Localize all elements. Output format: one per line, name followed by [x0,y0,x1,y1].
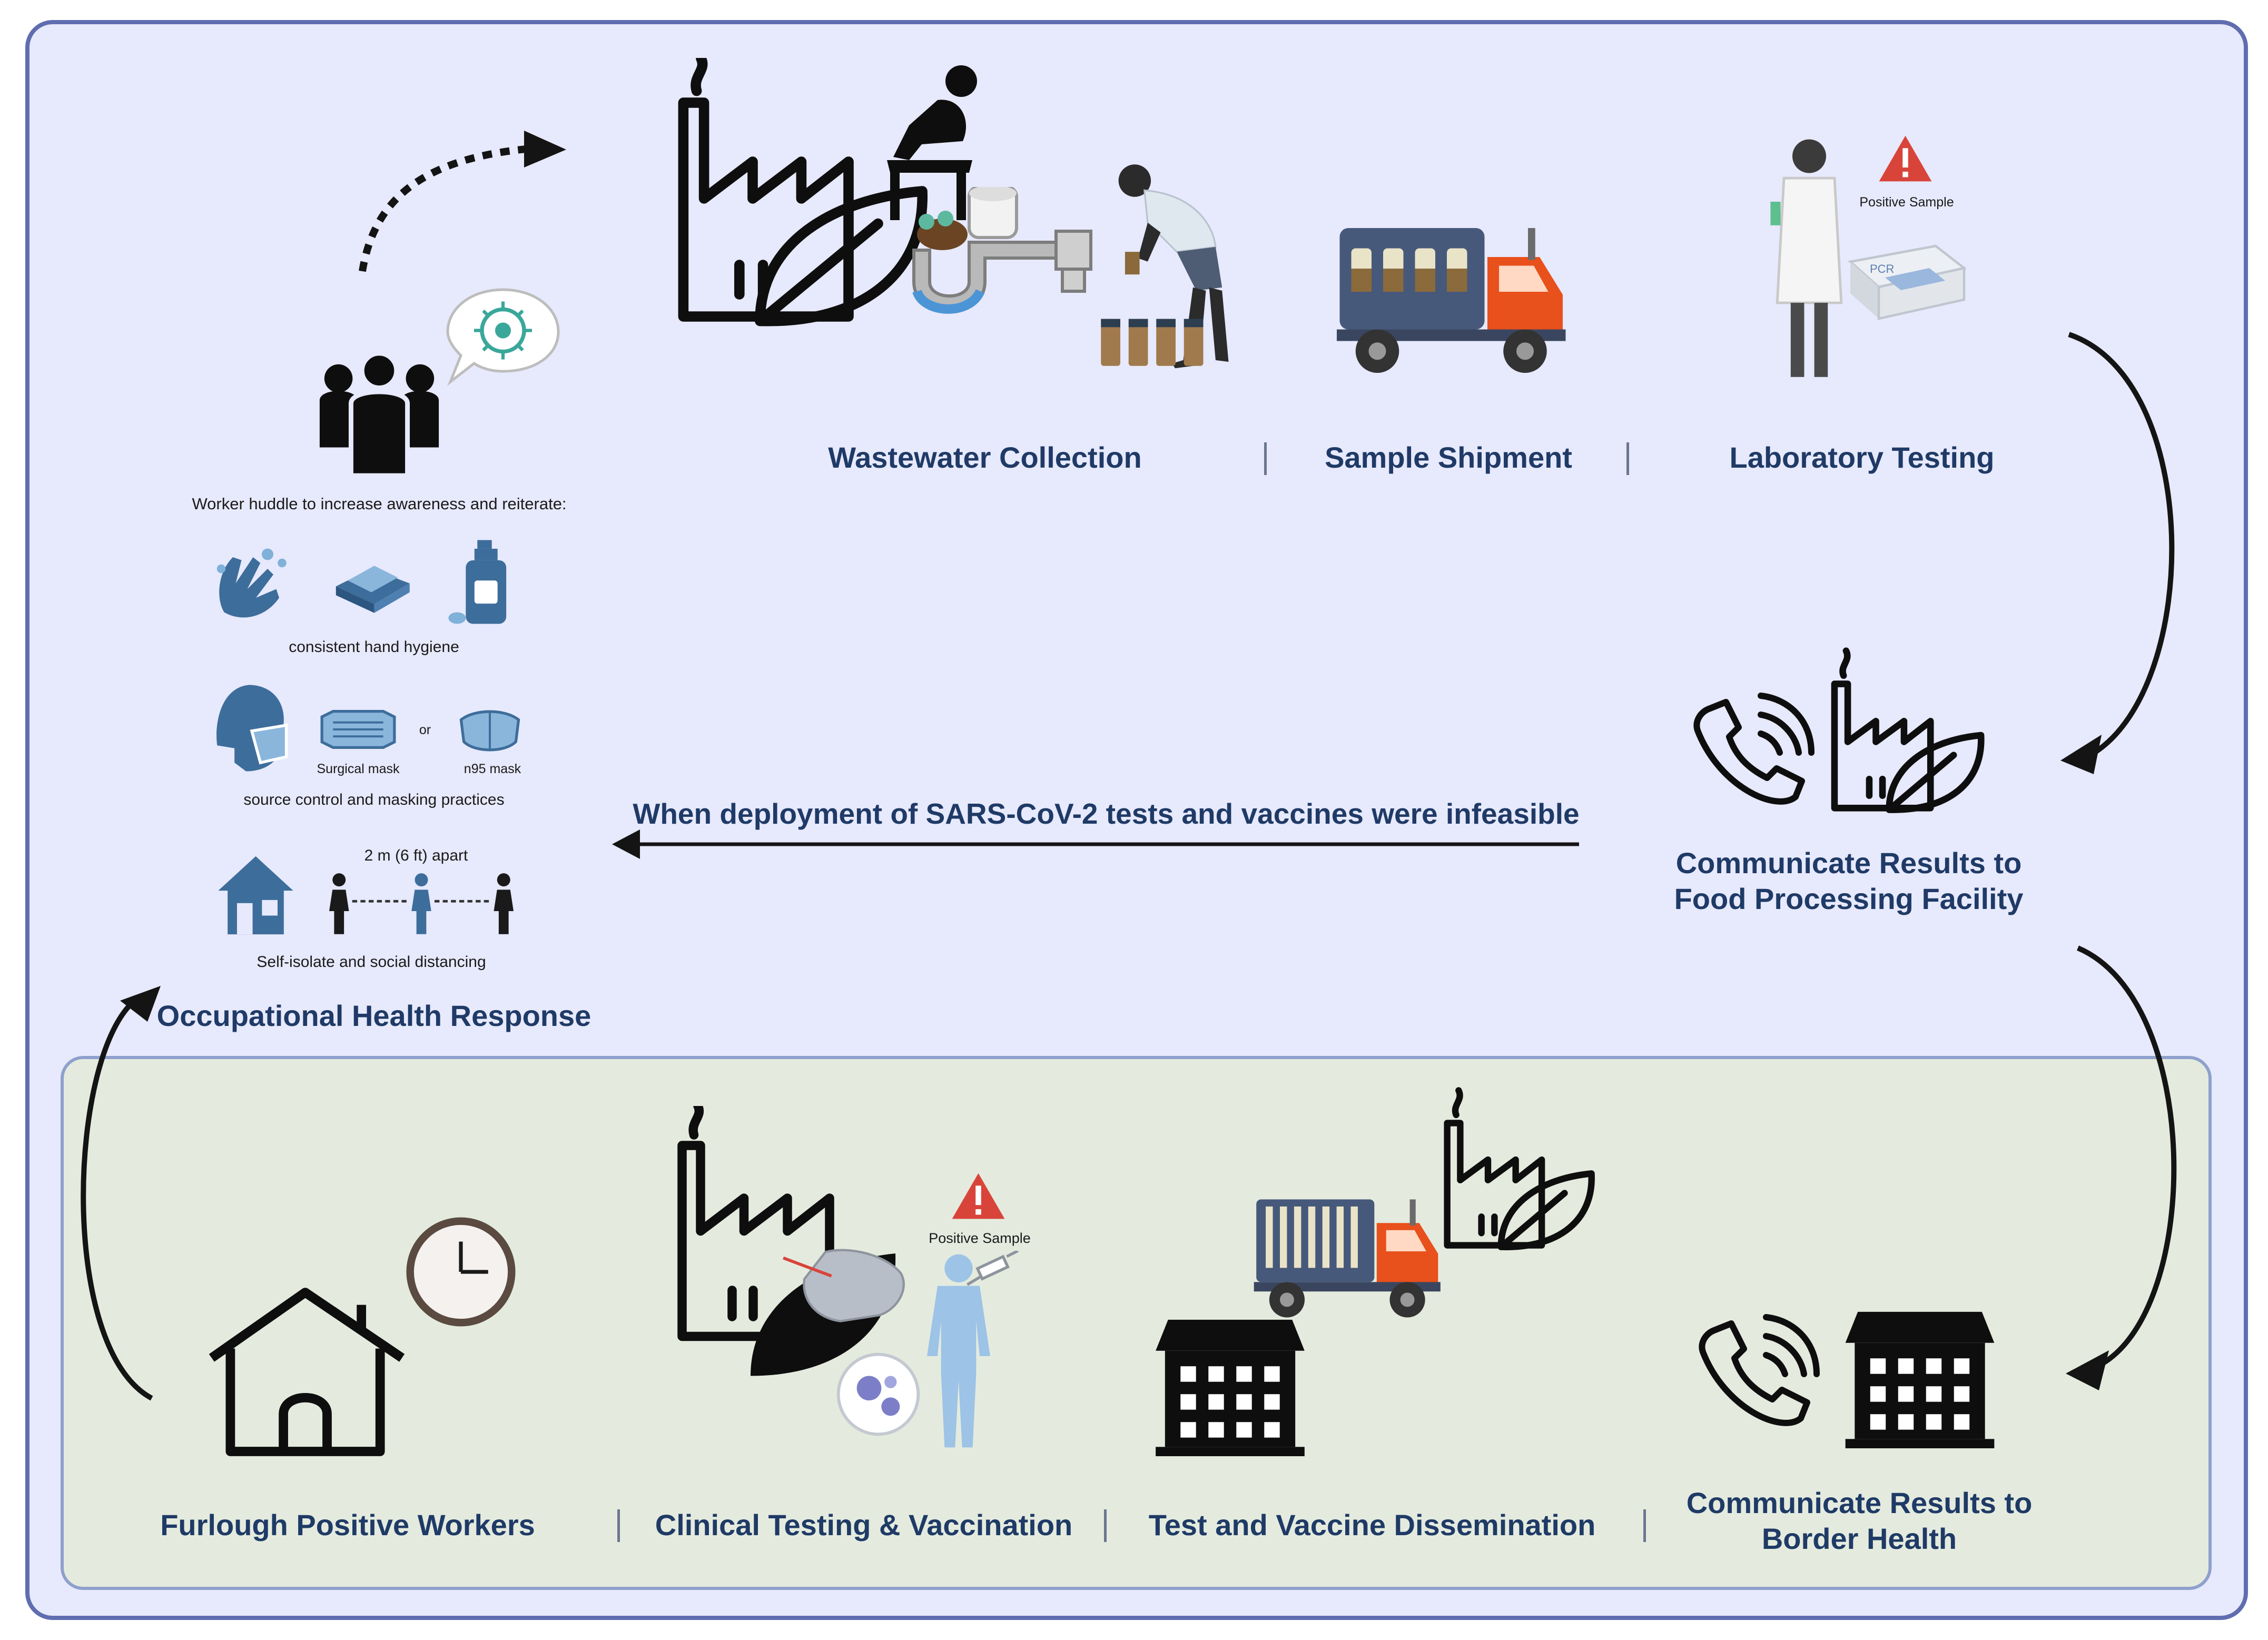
self-isolate-text: Self-isolate and social distancing [257,953,486,971]
sample-shipment-title: Sample Shipment [1325,441,1572,474]
inner-panel [61,1056,2212,1590]
separator [1643,1509,1646,1542]
separator [617,1509,620,1542]
syringe-icon [967,1251,1019,1286]
dotted-arrow [359,145,533,272]
communicate-border-line2: Border Health [1761,1522,1957,1556]
condition-arrow-head [612,829,640,859]
masking-practices-text: source control and masking practices [243,791,505,808]
condition-arrow-text: When deployment of SARS-CoV-2 tests and … [633,797,1580,830]
pcr-machine-icon [1848,244,1967,320]
distance-text: 2 m (6 ft) apart [364,847,468,864]
pcr-label: PCR [1870,262,1895,275]
human-body-icon [927,1254,990,1448]
masked-face-icon [216,685,288,772]
dotted-arrow-head [524,131,566,167]
drain-pipe-icon [912,187,1092,314]
toilet-user-icon [887,65,977,220]
phone-icon [1693,693,1815,805]
hand-wash-icon [216,548,287,618]
n95-mask-icon [459,710,520,752]
soap-icon [336,566,410,613]
virus-dish-icon [836,1352,920,1436]
worker-group-icon [319,351,439,478]
house-icon [209,1288,405,1456]
house-icon [218,856,293,935]
communicate-food-facility-title: Communicate Results to Food Processing F… [1649,845,2049,917]
furlough-title: Furlough Positive Workers [160,1508,535,1542]
communicate-food-line1: Communicate Results to [1675,846,2022,880]
sample-truck-icon [1254,1199,1441,1318]
laboratory-testing-title: Laboratory Testing [1729,441,1995,474]
hand-hygiene-text: consistent hand hygiene [289,638,459,656]
surgical-mask-icon [320,709,396,749]
distance-people-icon [329,873,514,934]
or-text: or [419,723,431,737]
curve-arrow-furlough-to-occupational [81,997,153,1401]
factory-leaf-icon [1444,1087,1595,1250]
sample-bottles-icon [1101,319,1204,366]
sanitizer-icon [448,540,507,624]
curve-arrow-food-to-border [2077,945,2177,1367]
warning-icon [1879,135,1932,182]
lab-scientist-icon [1770,139,1843,377]
occupational-health-title: Occupational Health Response [156,999,591,1032]
phone-icon [1699,1314,1820,1426]
factory-leaf-icon [678,58,928,327]
positive-sample-tag: Positive Sample [929,1230,1031,1246]
surgical-mask-text: Surgical mask [317,762,400,776]
building-icon [1156,1319,1305,1456]
clinical-testing-title: Clinical Testing & Vaccination [655,1508,1073,1542]
huddle-text: Worker huddle to increase awareness and … [192,495,567,513]
dissemination-title: Test and Vaccine Dissemination [1148,1508,1596,1542]
virus-speech-bubble-icon [446,288,560,386]
separator [1626,442,1629,475]
n95-mask-text: n95 mask [464,762,521,776]
warning-icon [952,1173,1005,1219]
positive-sample-tag: Positive Sample [1859,195,1954,210]
factory-leaf-icon [1831,647,1985,813]
communicate-food-line2: Food Processing Facility [1674,882,2024,916]
sample-truck-icon [1337,228,1566,373]
curve-arrow-lab-to-food-head [2060,735,2102,774]
building-icon [1845,1311,1995,1448]
communicate-border-title: Communicate Results to Border Health [1664,1485,2054,1557]
swab-icon [783,1249,905,1322]
clock-icon [406,1217,516,1327]
curve-arrow-food-to-border-head [2066,1350,2109,1390]
separator [1264,442,1267,475]
curve-arrow-lab-to-food [2068,332,2175,756]
curve-arrow-furlough-to-occupational-head [120,986,161,1022]
separator [1104,1509,1107,1542]
communicate-border-line1: Communicate Results to [1686,1486,2033,1519]
wastewater-collection-title: Wastewater Collection [828,441,1142,474]
